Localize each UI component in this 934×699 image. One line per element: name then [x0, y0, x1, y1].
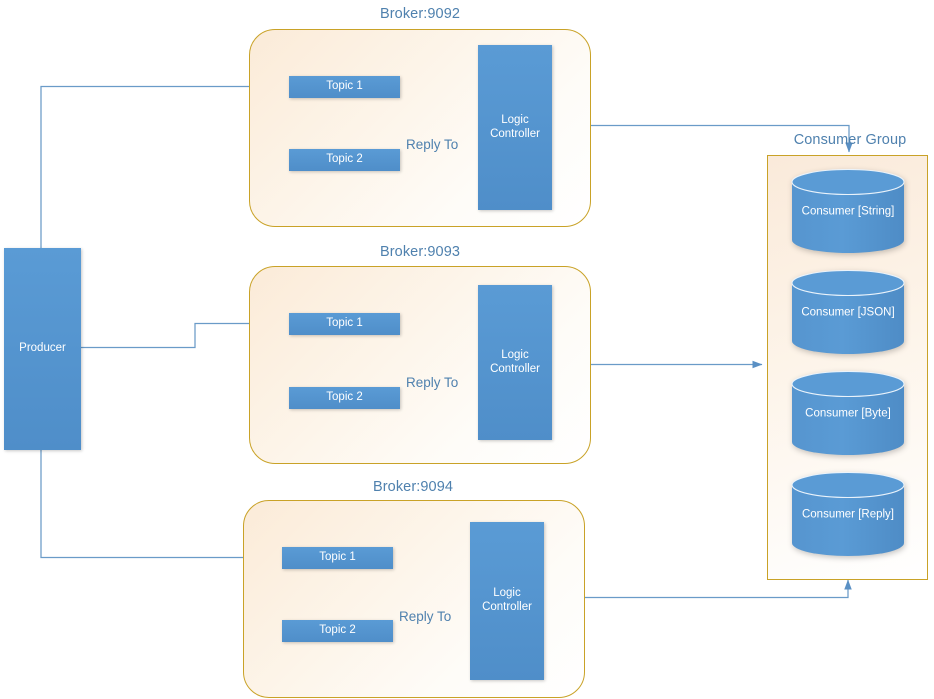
consumer-byte-node[interactable]: Consumer [Byte] [791, 371, 905, 455]
broker-1-controller-label-line1: Logic [501, 113, 529, 126]
broker-2-topic-2-label: Topic 2 [326, 391, 363, 404]
broker-1-reply-to-label: Reply To [406, 137, 459, 152]
consumer-reply-node[interactable]: Consumer [Reply] [791, 472, 905, 556]
wire-broker3-to-group [583, 579, 852, 599]
consumer-group-caption: Consumer Group [793, 132, 907, 148]
broker-2-topic-2[interactable]: Topic 2 [289, 387, 400, 409]
broker-3-logic-controller[interactable]: Logic Controller [470, 522, 544, 680]
broker-3-topic-1-label: Topic 1 [319, 551, 356, 564]
producer-label: Producer [19, 342, 66, 355]
broker-3-controller-label-line1: Logic [493, 587, 521, 600]
broker-2-controller-label-line1: Logic [501, 348, 529, 361]
consumer-string-node[interactable]: Consumer [String] [791, 169, 905, 253]
broker-1-topic-2-label: Topic 2 [326, 153, 363, 166]
broker-3-topic-2-label: Topic 2 [319, 624, 356, 637]
broker-1-controller-label-line2: Controller [490, 127, 540, 140]
broker-3-topic-1[interactable]: Topic 1 [282, 547, 393, 569]
broker-2-caption: Broker:9093 [379, 244, 461, 260]
broker-2-controller-label-line2: Controller [490, 362, 540, 375]
consumer-json-node[interactable]: Consumer [JSON] [791, 270, 905, 354]
wire-producer-to-broker3 [40, 450, 278, 562]
broker-2-topic-1-label: Topic 1 [326, 317, 363, 330]
broker-3-caption: Broker:9094 [372, 479, 454, 495]
broker-2-reply-to-label: Reply To [406, 375, 459, 390]
broker-3-controller-label-line2: Controller [482, 601, 532, 613]
broker-3-reply-to-label: Reply To [399, 609, 452, 624]
broker-1-topic-1-label: Topic 1 [326, 80, 363, 93]
broker-1-topic-2[interactable]: Topic 2 [289, 149, 400, 171]
producer-node[interactable]: Producer [4, 248, 81, 450]
broker-1-caption: Broker:9092 [379, 6, 461, 22]
broker-2-logic-controller[interactable]: Logic Controller [478, 285, 552, 440]
broker-2-topic-1[interactable]: Topic 1 [289, 313, 400, 335]
broker-1-topic-1[interactable]: Topic 1 [289, 76, 400, 98]
broker-3-topic-2[interactable]: Topic 2 [282, 620, 393, 642]
broker-1-logic-controller[interactable]: Logic Controller [478, 45, 552, 210]
